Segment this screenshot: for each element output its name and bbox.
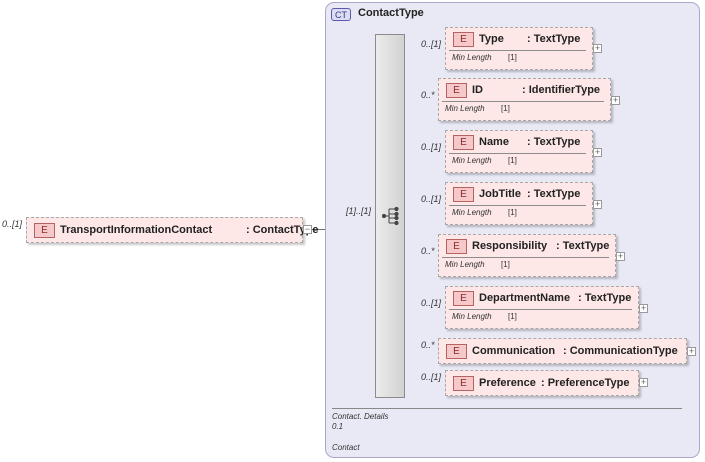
facet-value: [1] — [501, 104, 510, 113]
element-type-name: : TextType — [527, 33, 581, 45]
element-badge: E — [453, 187, 474, 202]
expand-icon[interactable]: + — [616, 251, 625, 261]
element-badge: E — [453, 291, 474, 306]
sequence-bar[interactable] — [375, 34, 405, 398]
facet-label: Min Length — [452, 53, 492, 62]
root-element-type: : ContactType — [246, 224, 319, 236]
root-element-name: TransportInformationContact — [60, 224, 213, 236]
element-type-name: : PreferenceType — [541, 377, 630, 389]
expand-icon[interactable]: + — [611, 95, 620, 105]
element-name: Preference — [479, 377, 536, 389]
footer-divider — [332, 408, 682, 409]
element-id[interactable]: E ID : IdentifierType Min Length [1] — [438, 78, 611, 121]
element-multiplicity: 0..[1] — [421, 142, 442, 152]
element-badge: E — [453, 135, 474, 150]
element-communication[interactable]: E Communication : CommunicationType — [438, 338, 687, 364]
element-type[interactable]: E Type : TextType Min Length [1] — [445, 27, 593, 70]
facet-label: Min Length — [452, 208, 492, 217]
expand-icon[interactable]: + — [639, 303, 648, 313]
collapse-icon[interactable]: − — [303, 224, 312, 234]
element-name: JobTitle — [479, 188, 521, 200]
complex-type-badge: CT — [331, 8, 351, 21]
element-multiplicity: 0..* — [421, 246, 435, 256]
element-multiplicity: 0..* — [421, 90, 435, 100]
expand-icon[interactable]: + — [593, 43, 602, 53]
element-multiplicity: 0..* — [421, 340, 435, 350]
element-badge: E — [446, 239, 467, 254]
element-name: ID — [472, 84, 483, 96]
divider — [442, 257, 609, 258]
annotation-line-3: Contact — [332, 443, 360, 452]
facet-label: Min Length — [452, 312, 492, 321]
element-multiplicity: 0..[1] — [421, 372, 442, 382]
facet-value: [1] — [501, 260, 510, 269]
element-badge: E — [446, 83, 467, 98]
facet-label: Min Length — [452, 156, 492, 165]
element-type-name: : TextType — [578, 292, 632, 304]
element-badge: E — [453, 32, 474, 47]
sequence-icon — [381, 206, 399, 226]
element-type-name: : TextType — [527, 136, 581, 148]
annotation-line-2: 0.1 — [332, 422, 344, 431]
expand-icon[interactable]: + — [687, 346, 696, 356]
element-departmentname[interactable]: E DepartmentName : TextType Min Length [… — [445, 286, 639, 329]
element-type-name: : CommunicationType — [563, 345, 678, 357]
divider — [449, 50, 586, 51]
facet-value: [1] — [508, 53, 517, 62]
facet-value: [1] — [508, 156, 517, 165]
element-type-name: : TextType — [556, 240, 610, 252]
facet-value: [1] — [508, 208, 517, 217]
facet-label: Min Length — [445, 260, 485, 269]
divider — [449, 205, 586, 206]
element-multiplicity: 0..[1] — [421, 298, 442, 308]
element-multiplicity: 0..[1] — [421, 39, 442, 49]
expand-icon[interactable]: + — [639, 377, 648, 387]
element-badge: E — [453, 376, 474, 391]
element-name: Communication — [472, 345, 556, 357]
facet-label: Min Length — [445, 104, 485, 113]
element-name: Name — [479, 136, 509, 148]
element-name: Type — [479, 33, 504, 45]
expand-icon[interactable]: + — [593, 199, 602, 209]
element-badge: E — [446, 344, 467, 359]
element-type-name: : IdentifierType — [522, 84, 601, 96]
divider — [449, 309, 632, 310]
element-name: DepartmentName — [479, 292, 571, 304]
element-name: Responsibility — [472, 240, 548, 252]
root-element[interactable]: E TransportInformationContact : ContactT… — [26, 217, 319, 243]
element-name-node[interactable]: E Name : TextType Min Length [1] — [445, 130, 593, 173]
root-multiplicity: 0..[1] — [2, 219, 23, 229]
element-type-name: : TextType — [527, 188, 581, 200]
facet-value: [1] — [508, 312, 517, 321]
element-responsibility[interactable]: E Responsibility : TextType Min Length [… — [438, 234, 616, 277]
sequence-multiplicity: [1]..[1] — [346, 206, 372, 216]
complex-type-title: ContactType — [358, 7, 424, 19]
element-jobtitle[interactable]: E JobTitle : TextType Min Length [1] — [445, 182, 593, 225]
element-badge: E — [34, 223, 55, 238]
expand-icon[interactable]: + — [593, 147, 602, 157]
divider — [449, 153, 586, 154]
divider — [442, 101, 604, 102]
element-preference[interactable]: E Preference : PreferenceType — [445, 370, 639, 396]
annotation-line-1: Contact. Details — [332, 412, 389, 421]
element-multiplicity: 0..[1] — [421, 194, 442, 204]
